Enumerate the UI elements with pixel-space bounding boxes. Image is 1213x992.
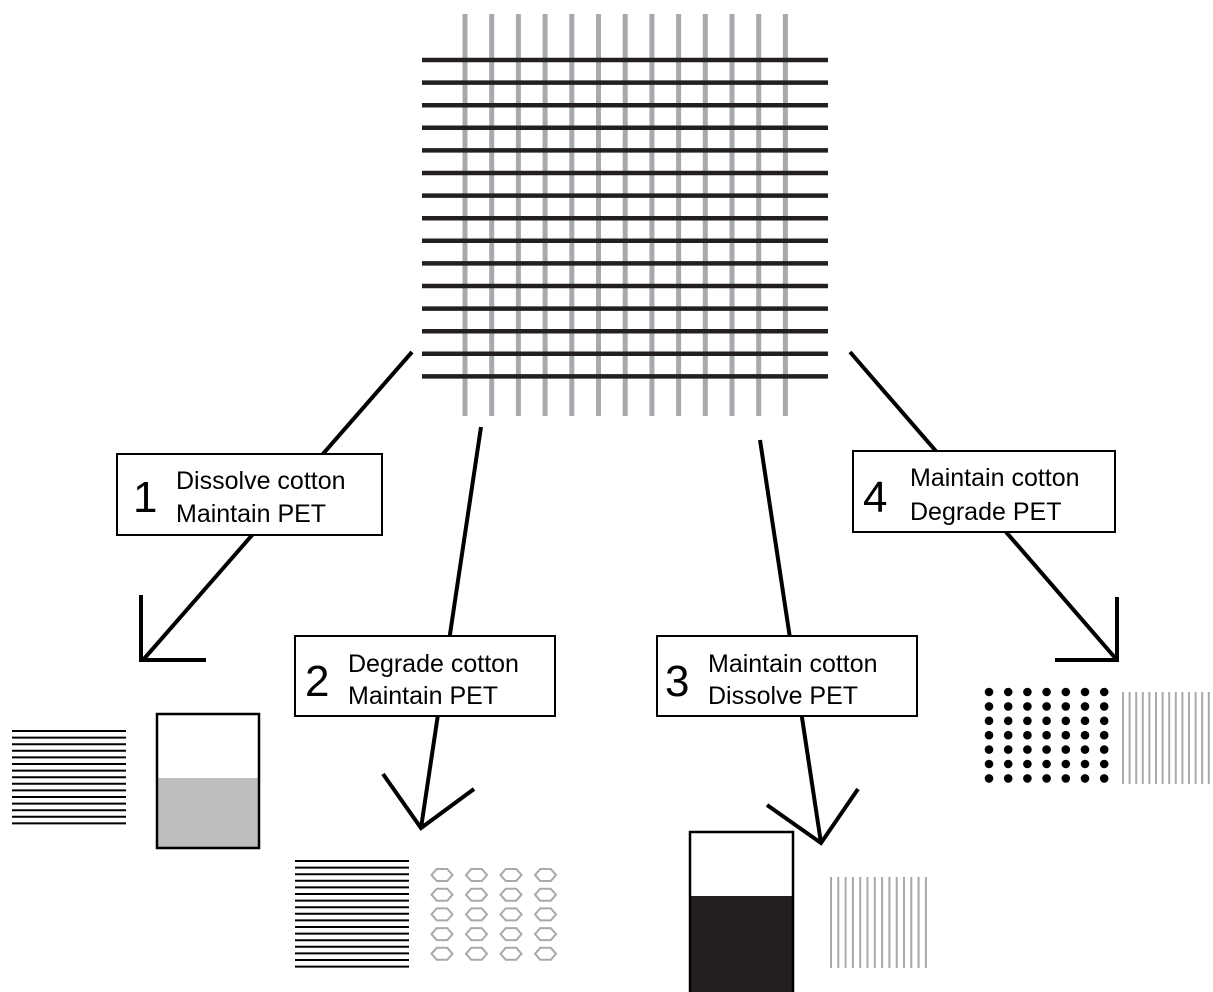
svg-text:Maintain cotton: Maintain cotton	[910, 464, 1080, 492]
svg-text:Maintain PET: Maintain PET	[176, 500, 326, 528]
woven-fabric	[422, 14, 828, 416]
monomer-dots	[984, 687, 1109, 783]
glucose-rings	[430, 868, 558, 961]
svg-text:Degrade cotton: Degrade cotton	[348, 650, 519, 678]
pet-solution-beaker	[688, 830, 795, 992]
svg-text:3: 3	[665, 657, 689, 706]
route-label-3: 3 Maintain cotton Dissolve PET	[656, 635, 918, 717]
cotton-solution-beaker	[155, 712, 261, 850]
svg-text:Dissolve cotton: Dissolve cotton	[176, 467, 346, 495]
svg-text:2: 2	[305, 657, 329, 706]
svg-text:Degrade PET: Degrade PET	[910, 498, 1061, 526]
polyester-fibers-1	[12, 730, 126, 825]
arrow-2	[381, 426, 483, 831]
svg-text:4: 4	[863, 473, 887, 522]
polyester-fibers-2	[295, 860, 409, 968]
arrows	[139, 350, 1119, 846]
route-label-4: 4 Maintain cotton Degrade PET	[852, 450, 1116, 533]
route-label-1: 1 Dissolve cotton Maintain PET	[116, 453, 383, 536]
cotton-fibers-3	[830, 877, 927, 968]
svg-text:Maintain PET: Maintain PET	[348, 682, 498, 710]
svg-text:Maintain cotton: Maintain cotton	[708, 650, 878, 678]
cotton-fibers-4	[1122, 692, 1210, 784]
svg-text:1: 1	[133, 473, 157, 522]
svg-text:Dissolve PET: Dissolve PET	[708, 682, 858, 710]
route-label-2: 2 Degrade cotton Maintain PET	[294, 635, 556, 717]
